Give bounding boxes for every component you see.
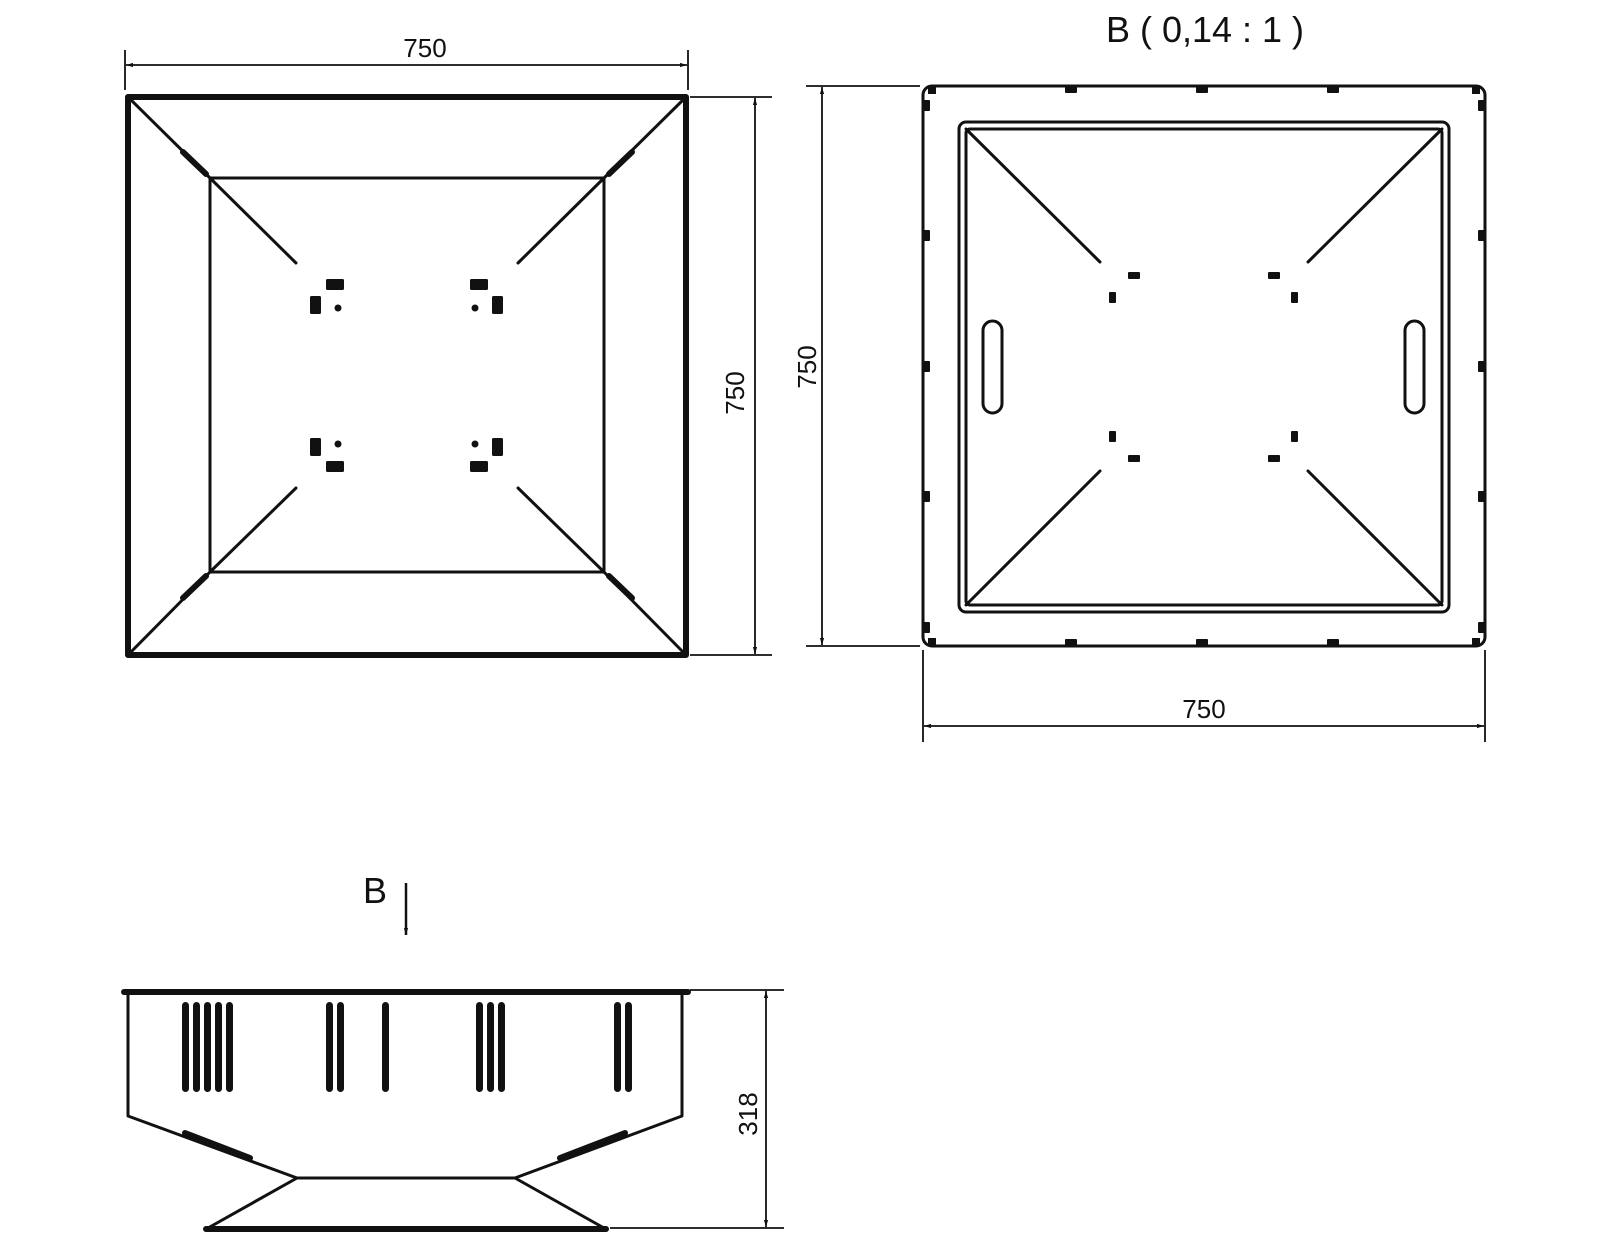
side-view-height-label: 318 (733, 1092, 763, 1135)
view-b-width-label: 750 (1182, 694, 1225, 724)
top-view-height-label: 750 (720, 371, 750, 414)
top-view-width-extension-lines (124, 50, 689, 90)
top-view-corner-struts (126, 95, 688, 657)
top-view: 750 750 (124, 33, 772, 658)
side-view-flare-edges (182, 1130, 628, 1161)
view-b-title: B ( 0,14 : 1 ) (1106, 9, 1304, 50)
view-b-right-handle-slot (1403, 319, 1426, 415)
view-b: B ( 0,14 : 1 ) (792, 9, 1487, 742)
top-view-outer-frame (125, 94, 689, 658)
view-b-fixing-holes (1109, 272, 1298, 462)
view-b-frame-tabs (923, 86, 1485, 646)
view-b-left-handle-slot (981, 319, 1004, 415)
side-view-body-outline (126, 991, 684, 1180)
side-view-base (206, 1176, 606, 1230)
view-direction-label: B (363, 870, 387, 911)
view-b-inner-frame-outer (957, 120, 1451, 614)
side-view: B 318 (121, 870, 784, 1232)
view-b-inner-frame-inner (964, 127, 1444, 607)
top-view-inner-frame (208, 176, 606, 574)
top-view-height-extension-lines (690, 96, 772, 656)
view-b-width-extension-lines (922, 650, 1486, 742)
view-b-diagonal-struts (964, 127, 1444, 607)
top-view-diagonal-struts (208, 176, 606, 574)
top-view-width-label: 750 (403, 33, 446, 63)
side-view-height-extension-lines (610, 989, 784, 1229)
side-view-vent-slots (182, 1002, 632, 1092)
top-view-fixing-holes (310, 279, 503, 472)
view-b-height-label: 750 (792, 345, 822, 388)
view-b-height-extension-lines (806, 85, 920, 647)
top-view-corner-brackets (180, 149, 635, 601)
